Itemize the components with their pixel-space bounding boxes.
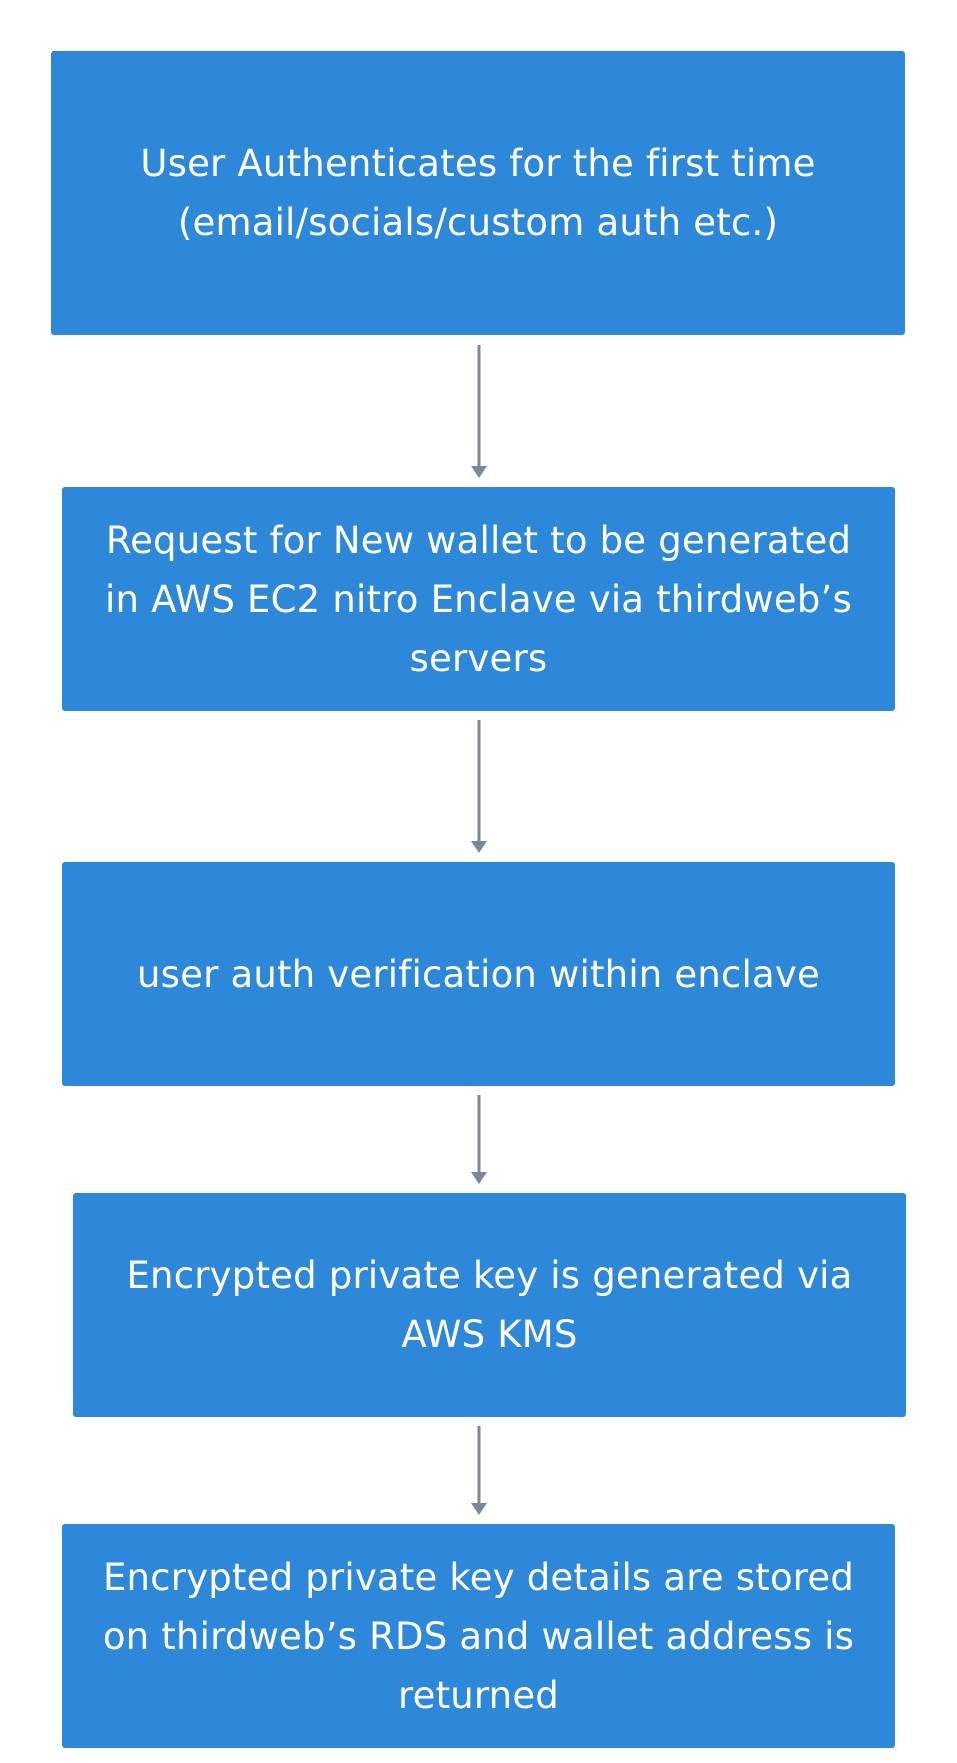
- arrow-2-to-3: [471, 720, 487, 853]
- arrow-1-to-2: [471, 345, 487, 478]
- arrow-3-to-4: [471, 1095, 487, 1184]
- step-user-authenticates-text: User Authenticates for the first time (e…: [140, 142, 816, 244]
- step-request-new-wallet: Request for New wallet to be generated i…: [62, 487, 895, 711]
- step-private-key-generated-text: Encrypted private key is generated via A…: [126, 1254, 853, 1356]
- step-request-new-wallet-text: Request for New wallet to be generated i…: [105, 518, 852, 680]
- step-private-key-generated: Encrypted private key is generated via A…: [73, 1193, 906, 1417]
- step-auth-verification-text: user auth verification within enclave: [137, 952, 820, 996]
- step-auth-verification: user auth verification within enclave: [62, 862, 895, 1086]
- step-details-stored: Encrypted private key details are stored…: [62, 1524, 895, 1748]
- step-user-authenticates: User Authenticates for the first time (e…: [51, 51, 905, 335]
- step-details-stored-text: Encrypted private key details are stored…: [102, 1555, 855, 1717]
- arrow-4-to-5: [471, 1426, 487, 1515]
